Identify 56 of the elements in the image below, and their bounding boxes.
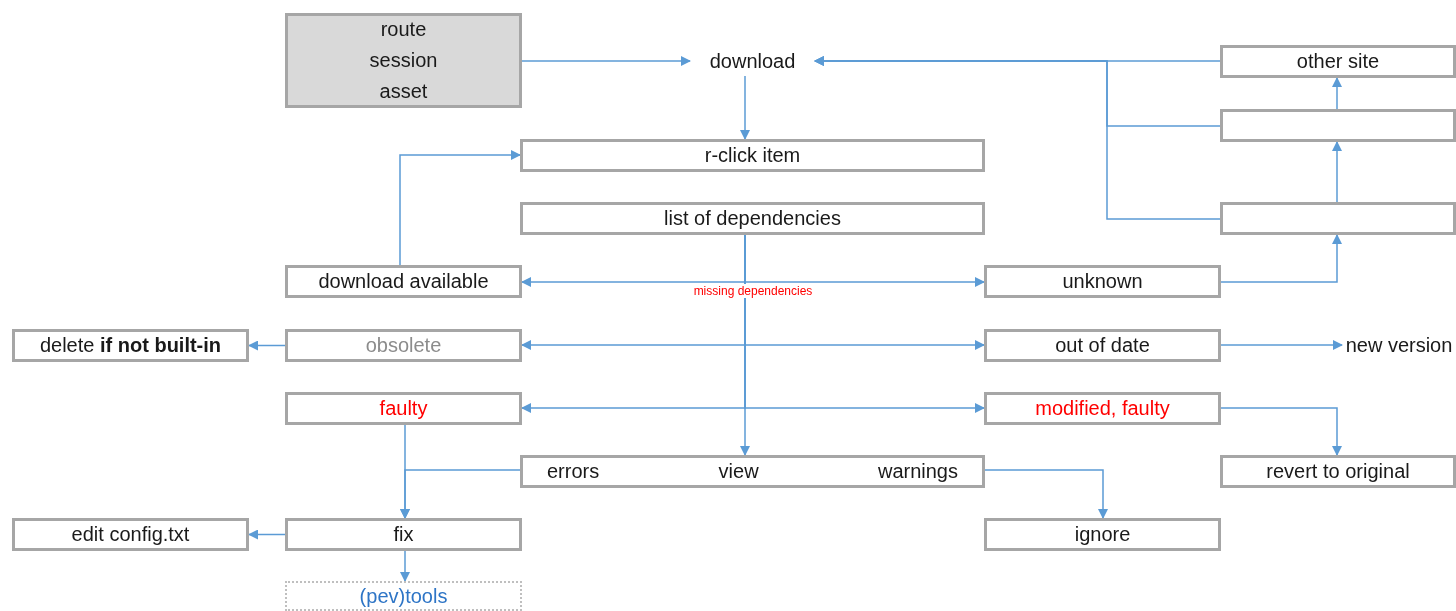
process-box — [984, 329, 1221, 362]
arrow — [400, 469, 521, 519]
process-box — [285, 518, 522, 551]
node-label: faulty — [379, 396, 428, 421]
arrow — [1332, 141, 1342, 203]
process-box — [520, 202, 985, 235]
arrow — [814, 56, 1221, 220]
process-box — [1220, 455, 1456, 488]
process-box — [984, 518, 1221, 551]
node-label: download available — [318, 269, 489, 294]
node-label: view — [718, 459, 759, 484]
node-label: errors — [547, 459, 600, 484]
node-label: download — [709, 48, 796, 74]
process-box — [520, 139, 985, 172]
process-box — [285, 329, 522, 362]
process-box — [984, 265, 1221, 298]
node-label: revert to original — [1266, 459, 1410, 484]
node-label: modified, faulty — [1035, 396, 1170, 421]
node-label: asset — [379, 79, 428, 104]
process-box — [285, 265, 522, 298]
node-label: obsolete — [365, 333, 442, 358]
node-label: warnings — [877, 459, 958, 484]
arrow — [1220, 234, 1342, 283]
process-box — [1220, 45, 1456, 78]
process-box — [12, 329, 249, 362]
arrow — [1220, 407, 1342, 456]
node-label: r-click item — [704, 143, 801, 168]
arrow — [400, 550, 410, 582]
process-box — [520, 455, 985, 488]
arrow — [984, 469, 1108, 519]
node-label: (pev)tools — [359, 583, 448, 609]
node-label: list of dependencies — [664, 206, 841, 231]
arrow — [1332, 77, 1342, 110]
node-label: other site — [1296, 49, 1380, 74]
node-label: ignore — [1074, 522, 1131, 547]
dashed-box — [285, 581, 522, 611]
node-label: out of date — [1055, 333, 1150, 358]
node-label: new version — [1345, 332, 1453, 358]
process-box — [1220, 109, 1456, 142]
process-box — [12, 518, 249, 551]
arrow — [248, 529, 286, 540]
process-box — [1220, 202, 1456, 235]
arrow — [1220, 340, 1343, 350]
arrow — [521, 56, 691, 66]
node-label: unknown — [1062, 269, 1143, 294]
node-label: fix — [393, 522, 414, 547]
node-label: route — [380, 17, 427, 42]
arrow — [399, 150, 521, 266]
node-label: edit config.txt — [71, 522, 190, 547]
process-box — [285, 392, 522, 425]
process-box — [984, 392, 1221, 425]
node-label: session — [369, 48, 438, 73]
node-label: delete if not built-in — [39, 333, 222, 358]
arrow — [248, 340, 286, 351]
process-box — [285, 13, 522, 108]
arrow — [740, 75, 750, 140]
